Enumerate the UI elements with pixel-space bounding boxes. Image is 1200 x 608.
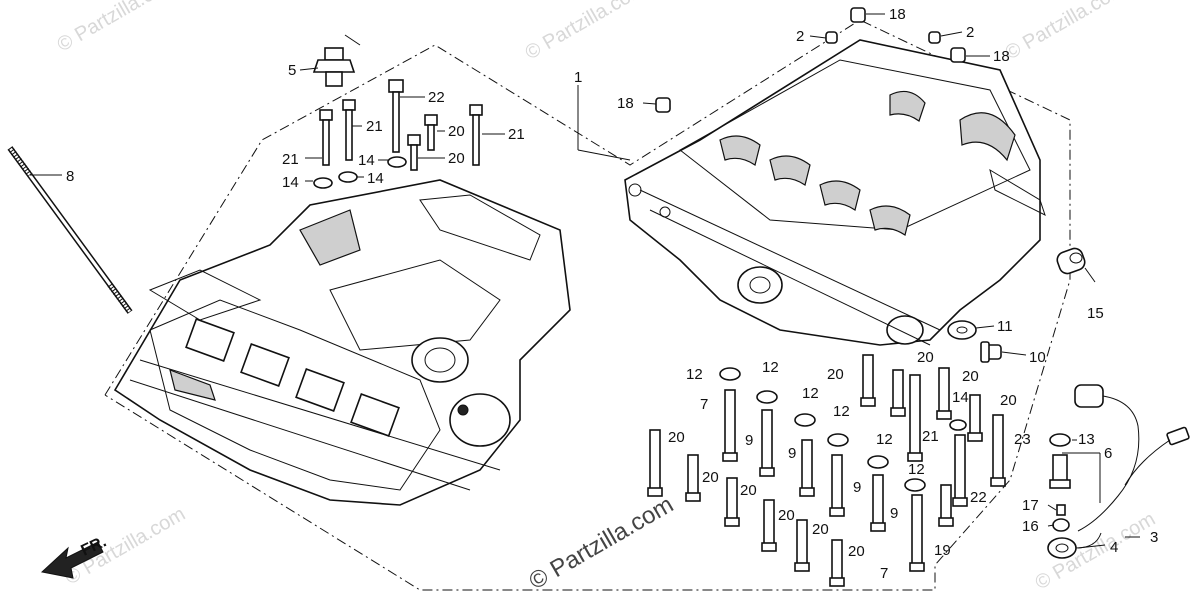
callout-7-a: 7 xyxy=(700,396,708,413)
callout-23: 23 xyxy=(1014,431,1031,448)
callout-19: 19 xyxy=(934,542,951,559)
callout-14-top-c: 14 xyxy=(367,170,384,187)
callout-2-a: 2 xyxy=(796,28,804,45)
callout-20-i: 20 xyxy=(812,521,829,538)
callout-20-g: 20 xyxy=(740,482,757,499)
dowel-pins xyxy=(655,7,966,113)
callout-16: 16 xyxy=(1022,518,1039,535)
lower-bolt-cluster xyxy=(647,354,1006,587)
callout-20-h: 20 xyxy=(778,507,795,524)
callout-20-e: 20 xyxy=(668,429,685,446)
leader-lines xyxy=(30,13,1140,549)
callout-20-top-a: 20 xyxy=(448,123,465,140)
callout-labels: 1 5 8 22 21 20 21 21 14 20 14 14 18 2 2 … xyxy=(66,6,1158,582)
callout-11: 11 xyxy=(997,318,1013,335)
callout-8: 8 xyxy=(66,168,74,185)
callout-17: 17 xyxy=(1022,497,1039,514)
callout-21-d: 21 xyxy=(922,428,939,445)
callout-9-a: 9 xyxy=(745,432,753,449)
callout-13: 13 xyxy=(1078,431,1095,448)
callout-12-a: 12 xyxy=(686,366,703,383)
watermark-top-left: © Partzilla.com xyxy=(54,0,182,56)
callout-18-a: 18 xyxy=(889,6,906,23)
callout-2-b: 2 xyxy=(966,24,974,41)
callout-21-top-a: 21 xyxy=(366,118,383,135)
callout-15: 15 xyxy=(1087,305,1104,322)
callout-1: 1 xyxy=(574,69,582,86)
callout-9-d: 9 xyxy=(890,505,898,522)
callout-20-top-b: 20 xyxy=(448,150,465,167)
callout-20-f: 20 xyxy=(702,469,719,486)
callout-7-b: 7 xyxy=(880,565,888,582)
callout-12-d: 12 xyxy=(833,403,850,420)
washer-11-and-plug-10 xyxy=(947,320,1002,363)
callout-5: 5 xyxy=(288,62,296,79)
callout-12-f: 12 xyxy=(908,461,925,478)
callout-18-c: 18 xyxy=(617,95,634,112)
upper-crankcase xyxy=(624,39,1046,346)
callout-4: 4 xyxy=(1110,539,1118,556)
callout-14-top-a: 14 xyxy=(358,152,375,169)
callout-22-top: 22 xyxy=(428,89,445,106)
callout-12-e: 12 xyxy=(876,431,893,448)
callout-14-top-b: 14 xyxy=(282,174,299,191)
bushing-15 xyxy=(1056,247,1086,275)
front-arrow-icon xyxy=(40,541,104,579)
callout-12-b: 12 xyxy=(762,359,779,376)
callout-6: 6 xyxy=(1104,445,1112,462)
oil-pressure-switch-5 xyxy=(312,34,361,87)
watermark-top-right: © Partzilla.com xyxy=(1002,0,1130,64)
callout-20-c: 20 xyxy=(962,368,979,385)
callout-12-c: 12 xyxy=(802,385,819,402)
callout-14-d: 14 xyxy=(952,389,969,406)
callout-20-a: 20 xyxy=(917,349,934,366)
callout-10: 10 xyxy=(1029,349,1046,366)
top-bolts xyxy=(313,79,483,189)
callout-20-j: 20 xyxy=(848,543,865,560)
watermark-center: © Partzilla.com xyxy=(525,491,679,595)
callout-21-top-c: 21 xyxy=(282,151,299,168)
callout-22-b: 22 xyxy=(970,489,987,506)
callout-21-top-b: 21 xyxy=(508,126,525,143)
callout-20-b: 20 xyxy=(827,366,844,383)
callout-9-c: 9 xyxy=(853,479,861,496)
assembly-boundary xyxy=(104,19,1071,591)
lower-crankcase xyxy=(113,179,571,506)
callout-9-b: 9 xyxy=(788,445,796,462)
sensor-assembly xyxy=(1047,384,1190,559)
callout-20-d: 20 xyxy=(1000,392,1017,409)
callout-18-b: 18 xyxy=(993,48,1010,65)
callout-3: 3 xyxy=(1150,529,1158,546)
watermark-top-center: © Partzilla.com xyxy=(522,0,650,64)
